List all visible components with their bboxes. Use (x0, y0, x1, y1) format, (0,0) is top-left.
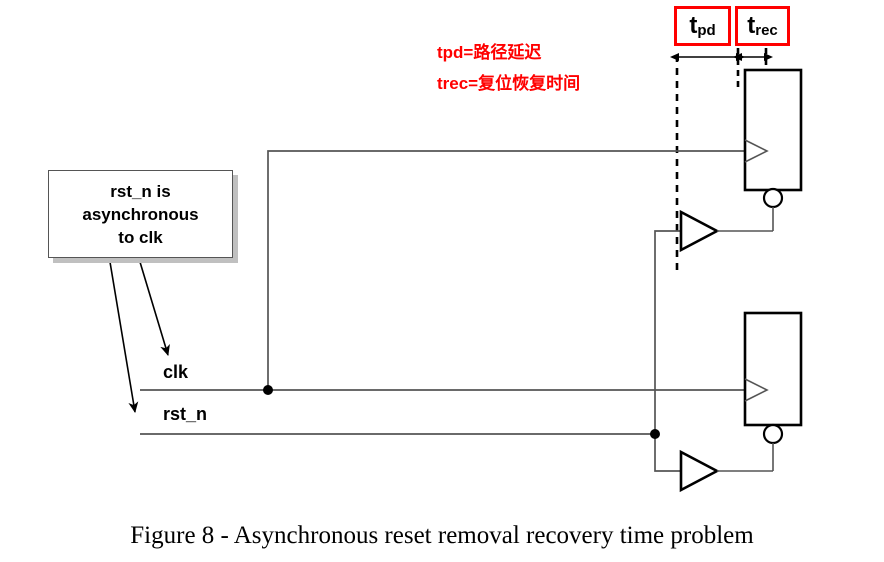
async-note-box: rst_n is asynchronous to clk (48, 170, 233, 258)
bottom-reset-buffer (679, 449, 773, 493)
clk-branch-wire (267, 150, 745, 390)
bottom-flip-flop-body (743, 311, 803, 427)
figure-caption: Figure 8 - Asynchronous reset removal re… (130, 522, 754, 549)
tpd-label-base: t (689, 12, 698, 39)
rstn-to-bottom-buffer-wire (654, 434, 681, 472)
clk-net (140, 150, 745, 391)
tpd-label-subscript: pd (697, 22, 716, 39)
top-reset-buffer-triangle (679, 209, 720, 253)
note-pointer-arrows (109, 261, 170, 413)
top-flip-flop-body (743, 68, 803, 192)
async-note-text: rst_n is asynchronous to clk (82, 181, 199, 247)
trec-label-base: t (747, 12, 756, 39)
rstn-net (140, 230, 681, 472)
clk-junction (263, 385, 273, 395)
top-flip-flop-clock-triangle (744, 139, 769, 163)
top-flip-flop-reset-bubble (762, 187, 784, 209)
note-trec-definition: trec=复位恢复时间 (437, 74, 581, 93)
bottom-flip-flop (743, 311, 803, 471)
trec-label-subscript: rec (755, 22, 778, 39)
top-flip-flop (743, 68, 803, 231)
bottom-reset-buffer-triangle (679, 449, 720, 493)
note-tpd-definition: tpd=路径延迟 (437, 43, 542, 62)
bottom-flip-flop-clock-triangle (744, 378, 769, 402)
rstn-to-top-buffer-wire (654, 230, 681, 434)
bottom-flip-flop-reset-bubble (762, 423, 784, 445)
rstn-junction (650, 429, 660, 439)
note-arrow-to-rstn (109, 261, 139, 413)
signal-label-rstn: rst_n (163, 404, 208, 424)
signal-label-clk: clk (163, 362, 189, 382)
note-arrow-to-clk (139, 261, 170, 356)
top-reset-buffer (679, 209, 773, 253)
